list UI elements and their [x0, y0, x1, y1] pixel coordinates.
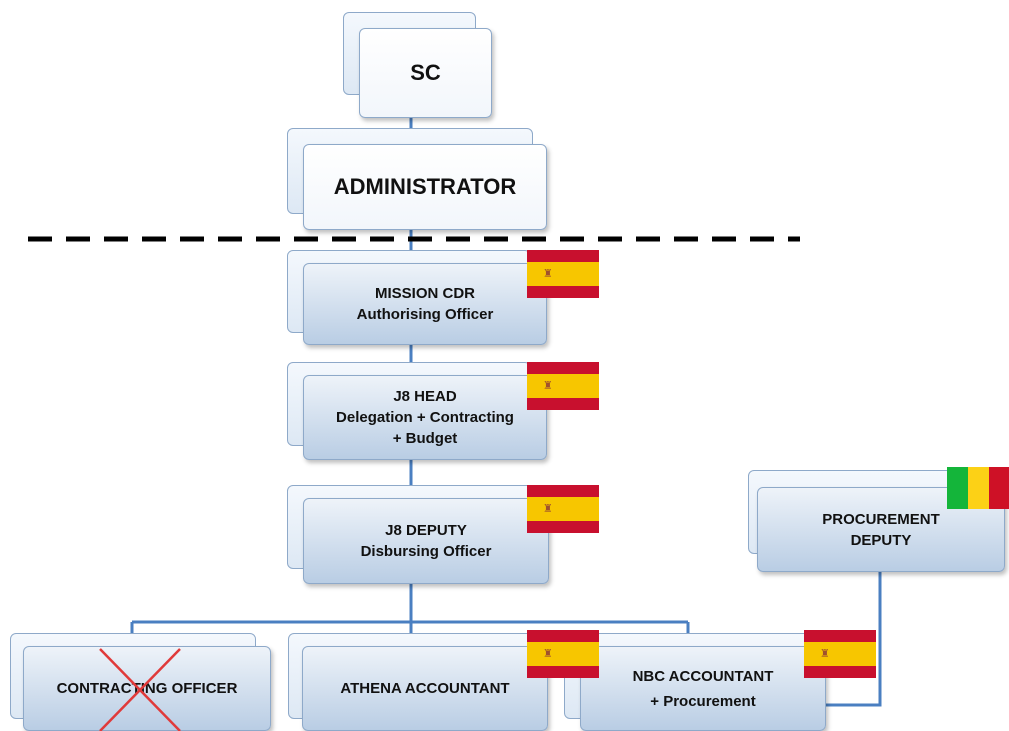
sc-node: SC	[359, 28, 492, 118]
spain-flag-icon: ♜	[527, 250, 599, 298]
nbc-accountant-title: NBC ACCOUNTANT	[632, 667, 774, 685]
procurement-deputy-line2: DEPUTY	[850, 531, 912, 549]
j8-deputy-role: Disbursing Officer	[360, 543, 492, 560]
athena-accountant-label: ATHENA ACCOUNTANT	[340, 680, 510, 697]
spain-flag-icon: ♜	[804, 630, 876, 678]
j8-head-title: J8 HEAD	[393, 388, 457, 405]
nbc-accountant-node: NBC ACCOUNTANT + Procurement	[580, 646, 826, 731]
contracting-officer-node: CONTRACTING OFFICER	[23, 646, 271, 731]
j8-head-role-extra: + Budget	[392, 430, 458, 447]
j8-head-role: Delegation + Contracting	[336, 409, 514, 426]
nbc-accountant-role: + Procurement	[650, 692, 756, 710]
spain-flag-icon: ♜	[527, 630, 599, 678]
administrator-label: ADMINISTRATOR	[333, 174, 517, 199]
j8-head-node: J8 HEAD Delegation + Contracting + Budge…	[303, 375, 547, 460]
mali-flag-icon	[947, 467, 1009, 509]
mission-cdr-role: Authorising Officer	[356, 306, 494, 323]
j8-deputy-title: J8 DEPUTY	[385, 522, 467, 539]
mission-cdr-node: MISSION CDR Authorising Officer	[303, 263, 547, 345]
contracting-officer-label: CONTRACTING OFFICER	[56, 680, 238, 697]
j8-deputy-node: J8 DEPUTY Disbursing Officer	[303, 498, 549, 584]
connector-procurement-nbc	[826, 572, 882, 707]
procurement-deputy-line1: PROCUREMENT	[822, 510, 940, 528]
mission-cdr-title: MISSION CDR	[374, 285, 475, 302]
administrator-node: ADMINISTRATOR	[303, 144, 547, 230]
spain-flag-icon: ♜	[527, 485, 599, 533]
spain-flag-icon: ♜	[527, 362, 599, 410]
athena-accountant-node: ATHENA ACCOUNTANT	[302, 646, 548, 731]
sc-label: SC	[410, 60, 441, 85]
